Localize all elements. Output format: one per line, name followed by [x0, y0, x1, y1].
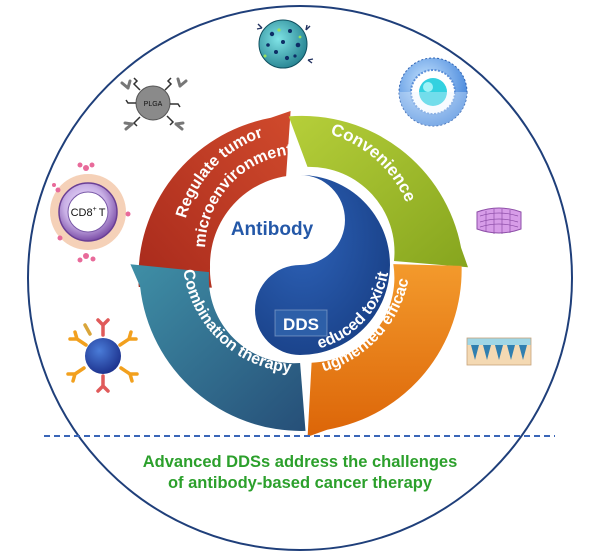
- dds-label: DDS: [283, 315, 319, 334]
- caption-line-1: Advanced DDSs address the challenges: [143, 453, 458, 471]
- svg-text:CD8+T: CD8+T: [71, 206, 106, 219]
- segment-regulate-tumor: [138, 111, 291, 288]
- segment-augmented-efficacy: [307, 264, 462, 437]
- dds-label-box: [274, 309, 328, 337]
- polymer-nanoparticle-icon: [256, 19, 314, 69]
- cd8-label: CD8: [71, 207, 93, 219]
- segment-convenience: [288, 115, 468, 268]
- segment-combination-therapy: [130, 264, 306, 431]
- cd8-sup: +: [93, 206, 97, 213]
- plga-nanoparticle-icon: PLGA: [120, 77, 188, 131]
- outer-circle: [27, 5, 573, 551]
- hydrogel-scaffold-icon: [476, 207, 522, 234]
- liposome-icon: [398, 57, 468, 127]
- antibody-label: Antibody: [231, 219, 314, 240]
- caption-line-2: of antibody-based cancer therapy: [168, 474, 433, 492]
- microneedle-patch-icon: [466, 337, 532, 366]
- plga-label: PLGA: [144, 101, 163, 108]
- cd8-t-label: T: [99, 207, 106, 219]
- antibody-nanoparticle-icon: [66, 318, 139, 393]
- cd8-t-cell-icon: CD8+T: [50, 162, 131, 263]
